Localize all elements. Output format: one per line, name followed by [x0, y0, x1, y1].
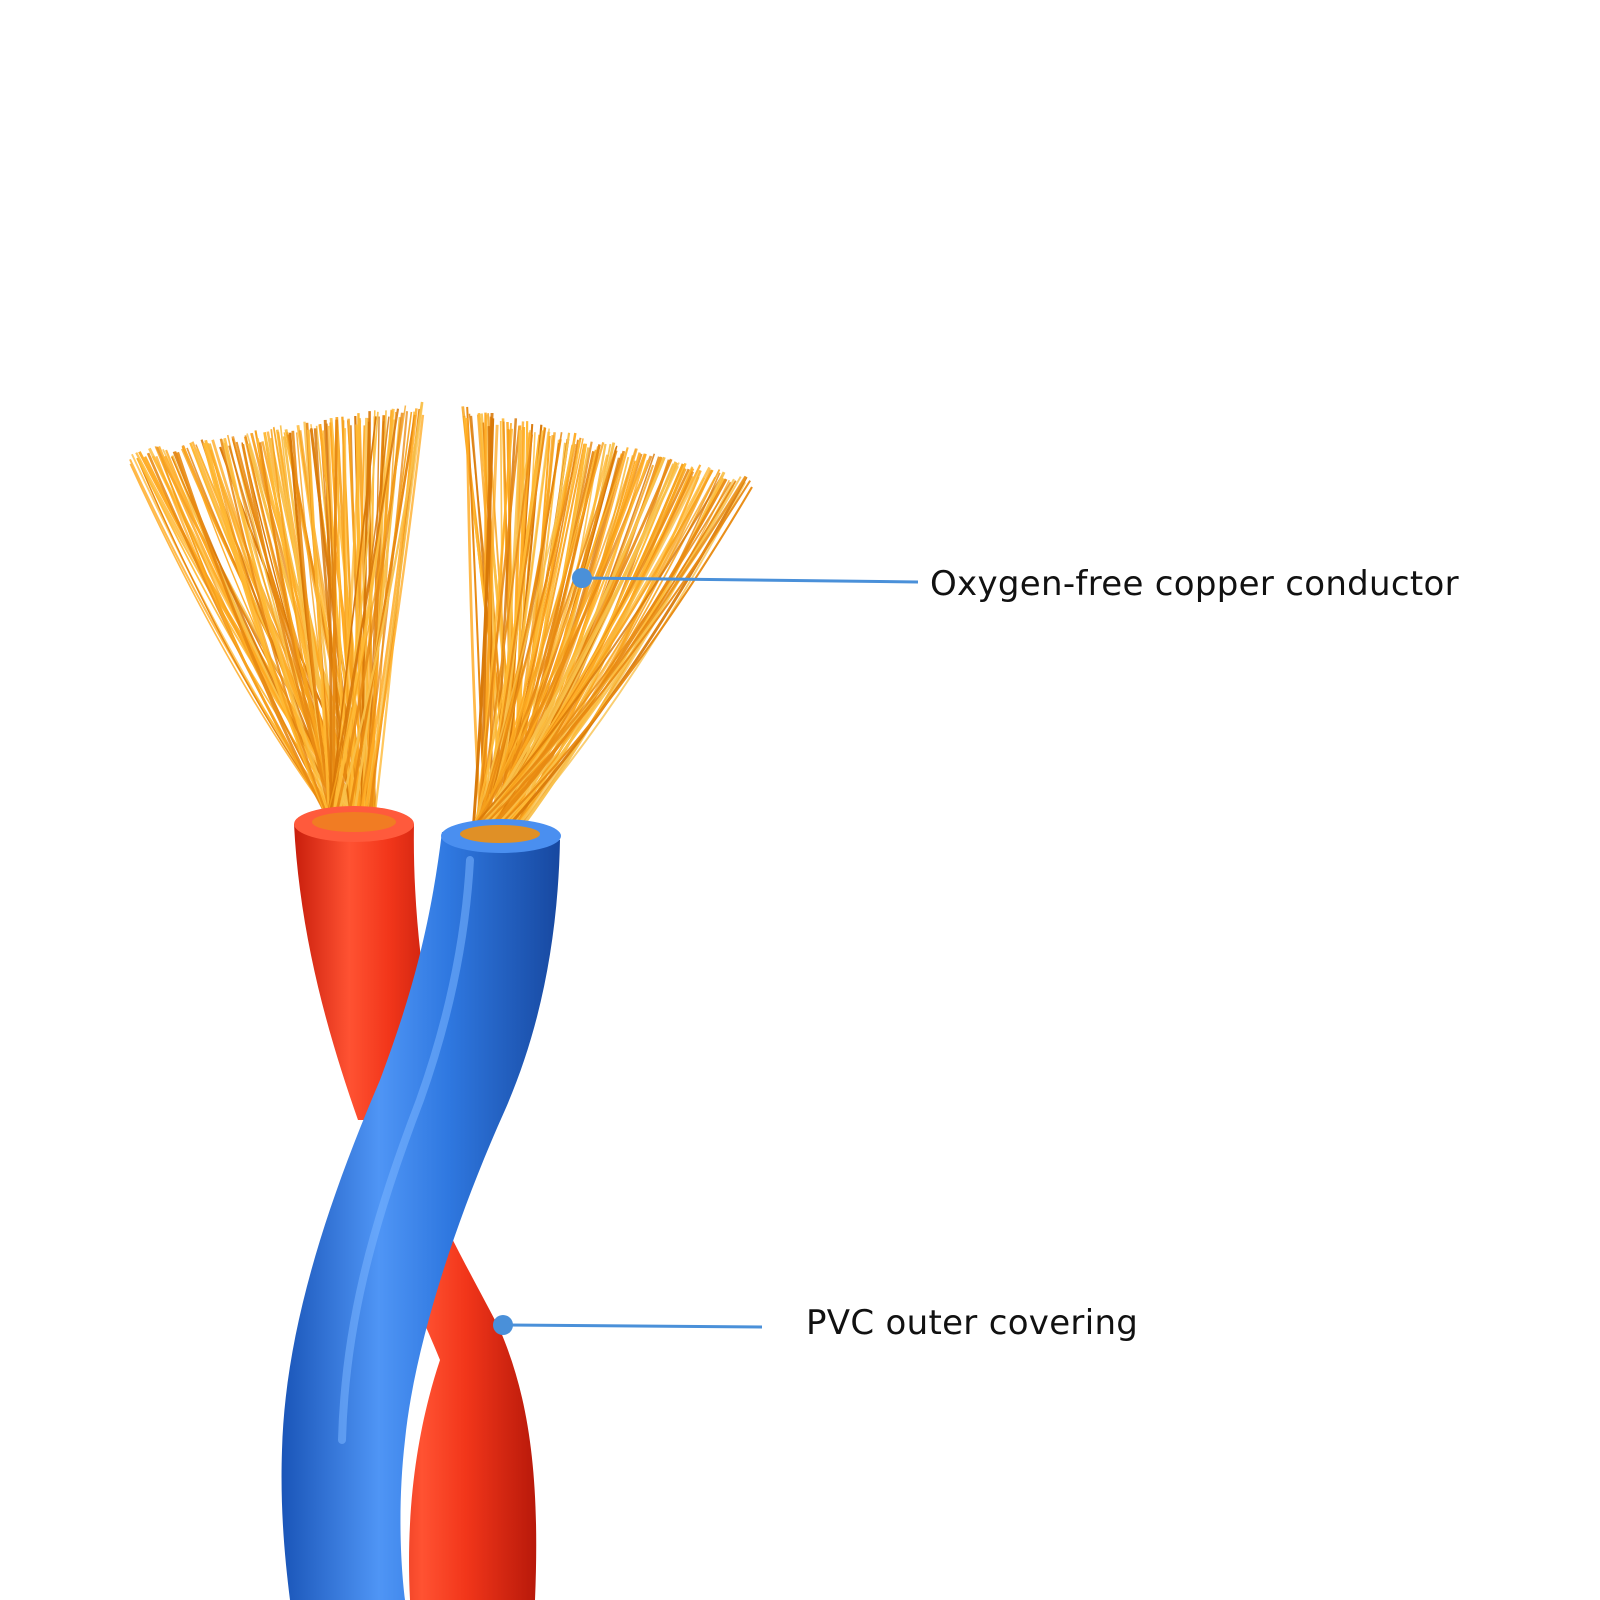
- copper-strands-left: [129, 401, 425, 817]
- covering-callout-leader: [493, 1315, 763, 1335]
- conductor-callout-label: Oxygen-free copper conductor: [930, 564, 1459, 604]
- conductor-callout-dot: [572, 568, 592, 588]
- conductor-callout-leader: [572, 568, 919, 588]
- covering-callout-dot: [493, 1315, 513, 1335]
- covering-callout-label: PVC outer covering: [806, 1303, 1139, 1343]
- copper-strands-right: [461, 406, 753, 827]
- blue-wire: [281, 832, 560, 1600]
